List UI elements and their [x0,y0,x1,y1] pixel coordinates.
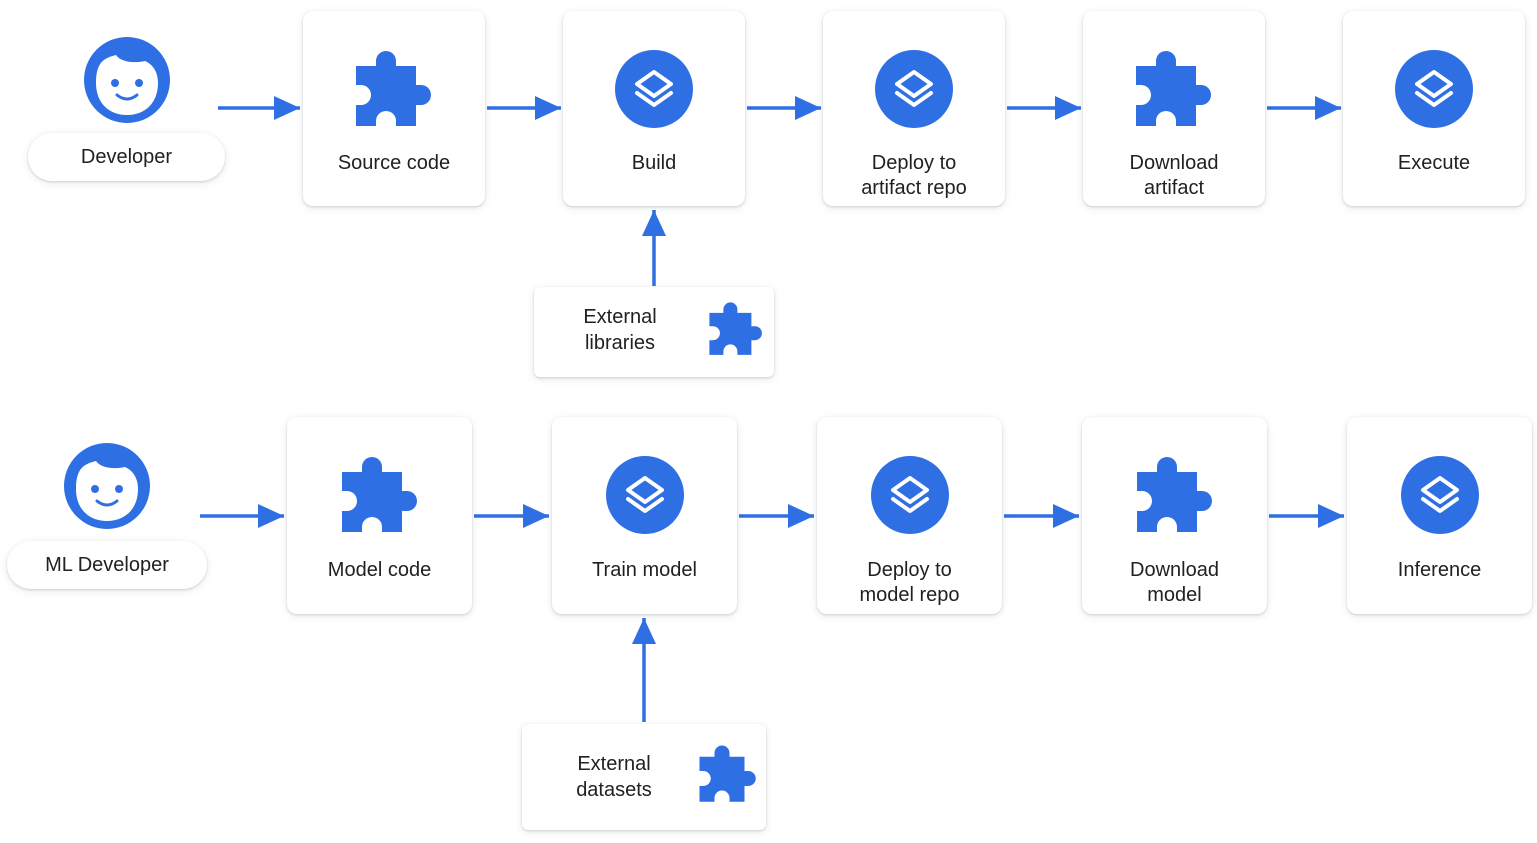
puzzle-piece-icon [340,455,420,535]
layers-icon [870,455,950,535]
actor-developer: Developer [28,133,225,181]
step-label: Source code [337,152,451,174]
puzzle-piece-icon [1135,455,1215,535]
layers-icon [614,49,694,129]
step-download-model: Download model [1082,417,1267,614]
step-label: Deploy to model repo [859,559,960,606]
step-source-code: Source code [303,11,485,206]
layers-icon [1400,455,1480,535]
step-label: Inference [1397,559,1482,581]
actor-ml-developer: ML Developer [7,541,207,589]
step-label: Download model [1130,559,1219,606]
layers-icon [1394,49,1474,129]
external-label: External libraries [583,306,657,354]
puzzle-piece-icon [708,301,764,357]
person-face-icon [62,441,152,531]
step-model-code: Model code [287,417,472,614]
step-label: Train model [592,559,697,581]
step-label: Deploy to artifact repo [861,152,967,199]
layers-icon [605,455,685,535]
layers-icon [874,49,954,129]
puzzle-piece-icon [698,744,758,804]
step-inference: Inference [1347,417,1532,614]
step-deploy-artifact-repo: Deploy to artifact repo [823,11,1005,206]
step-download-artifact: Download artifact [1083,11,1265,206]
puzzle-piece-icon [354,49,434,129]
step-label: Execute [1397,152,1471,174]
step-train-model: Train model [552,417,737,614]
step-execute: Execute [1343,11,1525,206]
step-label: Model code [327,559,432,581]
external-libraries: External libraries [534,287,774,377]
external-label: External datasets [576,753,652,801]
person-face-icon [82,35,172,125]
step-label: Build [631,152,677,174]
step-label: Download artifact [1129,152,1219,199]
external-datasets: External datasets [522,724,766,830]
step-deploy-model-repo: Deploy to model repo [817,417,1002,614]
step-build: Build [563,11,745,206]
puzzle-piece-icon [1134,49,1214,129]
